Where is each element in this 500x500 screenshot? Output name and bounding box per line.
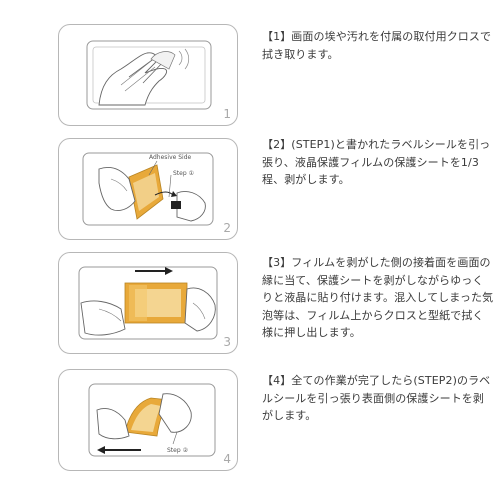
step-4-number: 4 — [223, 452, 231, 466]
step-1-number: 1 — [223, 107, 231, 121]
step-4-text: 【4】全ての作業が完了したら(STEP2)のラベルシールを引っ張り表面側の保護シ… — [262, 374, 491, 422]
peeling-film-illustration: Adhesive Side Step ① — [82, 152, 214, 226]
wiping-screen-illustration — [86, 40, 212, 110]
step-1-illustration: 1 — [58, 24, 238, 126]
applying-film-illustration — [78, 266, 218, 340]
step-3-illustration: 3 — [58, 252, 238, 354]
removing-top-sheet-illustration: Step ② — [88, 383, 216, 457]
step-2-number: 2 — [223, 221, 231, 235]
adhesive-side-label: Adhesive Side — [149, 154, 192, 161]
step-2-callout-label: Step ① — [173, 170, 194, 177]
step-3-text: 【3】フィルムを剥がした側の接着面を画面の縁に当て、保護シートを剥がしながらゆっ… — [262, 256, 494, 339]
step-2-illustration: Adhesive Side Step ① 2 — [58, 138, 238, 240]
step-1-text: 【1】画面の埃や汚れを付属の取付用クロスで拭き取ります。 — [262, 30, 492, 61]
step-4-callout-label: Step ② — [167, 447, 189, 454]
step-4-illustration: Step ② 4 — [58, 369, 238, 471]
step-3-number: 3 — [223, 335, 231, 349]
step-2-text: 【2】(STEP1)と書かれたラベルシールを引っ張り、液晶保護フィルムの保護シー… — [262, 138, 491, 186]
